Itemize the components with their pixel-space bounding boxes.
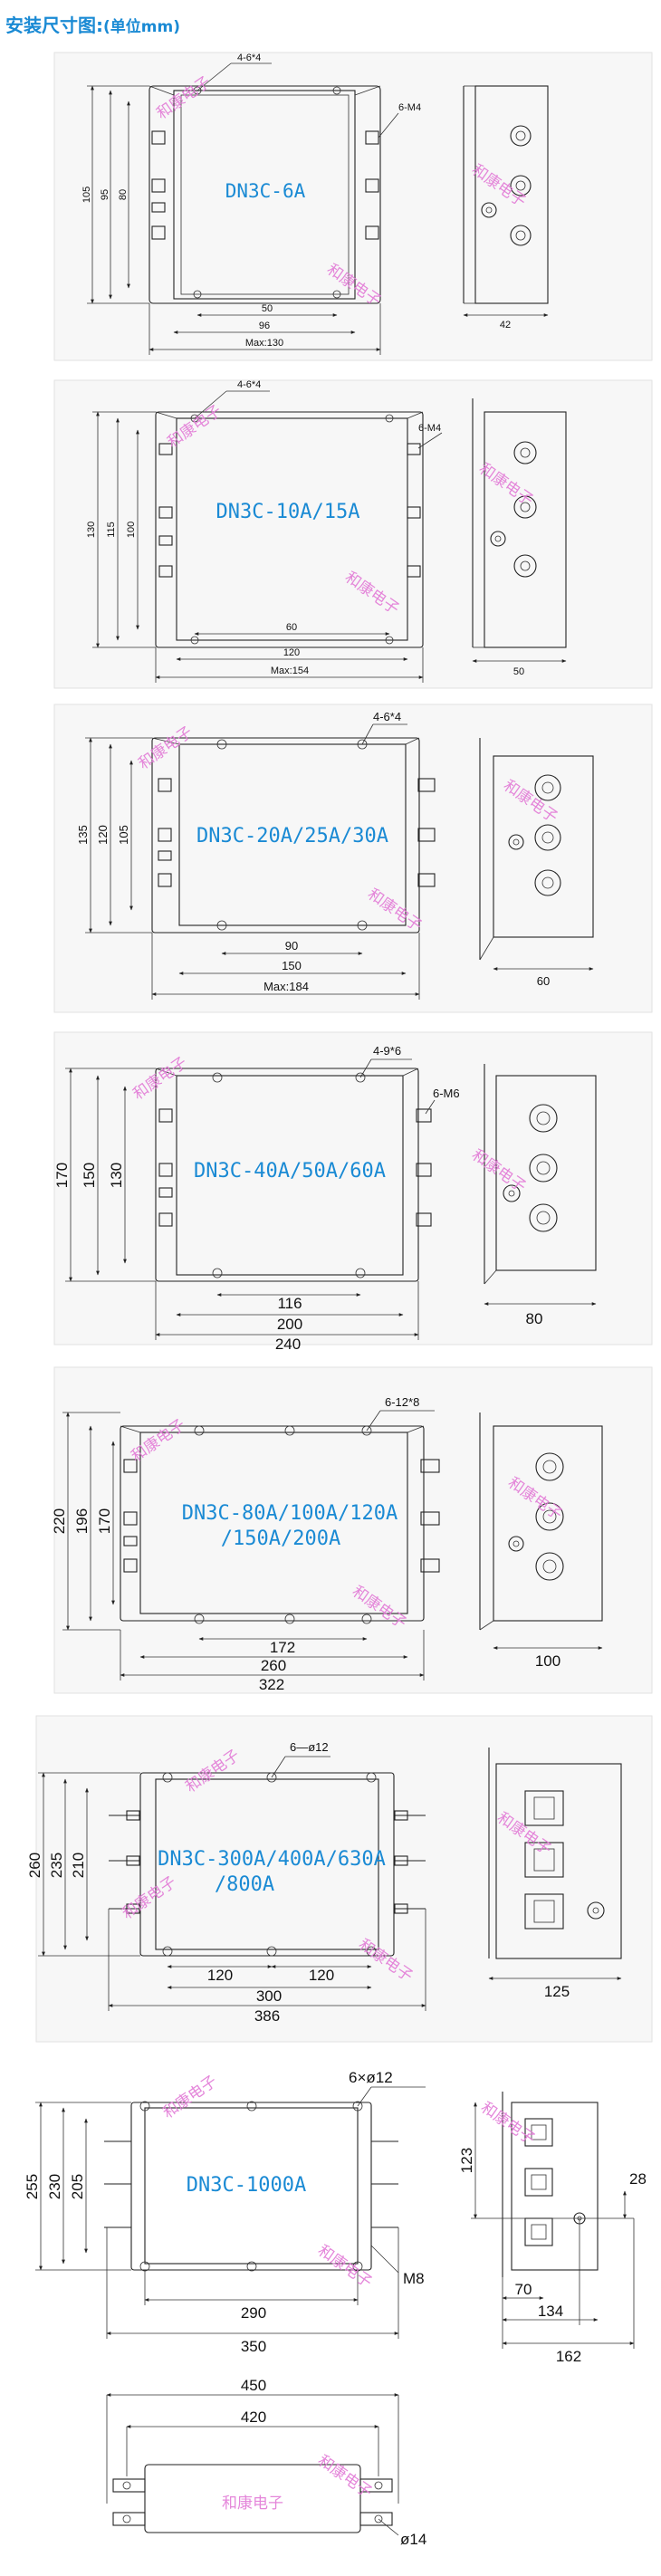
terminal-label: 6-M4 xyxy=(398,102,421,113)
height-inner: 210 xyxy=(70,1853,87,1878)
height-outer: 135 xyxy=(76,825,90,845)
diagram-dn3c-300a: 6—ø12 260 235 210 120 120 300 386 125 DN… xyxy=(26,1715,653,2043)
height-mid: 230 xyxy=(46,2174,63,2199)
terminal-label: M8 xyxy=(403,2270,425,2287)
holes-label: 6×ø12 xyxy=(349,2069,393,2086)
watermark: 和康电子 xyxy=(314,2452,375,2502)
bottom-hole-label: ø14 xyxy=(400,2531,426,2548)
width-mid: 260 xyxy=(261,1657,286,1674)
width-mid: 120 xyxy=(283,647,300,658)
width-mid: 200 xyxy=(277,1316,302,1333)
width-inner: 116 xyxy=(277,1295,302,1312)
unit-text: (单位mm) xyxy=(103,18,180,36)
width-outer: 350 xyxy=(241,2338,266,2355)
holes-label: 4-9*6 xyxy=(373,1044,401,1058)
terminal-label: 6-M6 xyxy=(433,1087,460,1100)
holes-label: 4-6*4 xyxy=(237,53,261,63)
height-mid: 120 xyxy=(96,825,110,845)
model-label: DN3C-40A/50A/60A xyxy=(194,1160,386,1183)
side-height: 123 xyxy=(458,2148,475,2173)
side-width: 125 xyxy=(544,1983,570,2000)
width-max: 386 xyxy=(254,2007,280,2025)
side-dim-134: 134 xyxy=(538,2303,563,2320)
height-inner: 205 xyxy=(69,2174,86,2199)
terminal-label: 6-M4 xyxy=(418,423,441,434)
width-mid: 150 xyxy=(282,959,302,972)
height-outer: 220 xyxy=(51,1508,68,1534)
side-dim-70: 70 xyxy=(515,2281,532,2298)
diagram-dn3c-1000a: 6×ø12 M8 255 230 205 290 350 123 28 70 1… xyxy=(24,2069,647,2548)
side-width: 60 xyxy=(537,974,550,988)
model-label: DN3C-1000A xyxy=(187,2174,306,2197)
holes-label: 6-12*8 xyxy=(385,1395,419,1409)
height-inner: 80 xyxy=(118,189,129,200)
height-mid: 95 xyxy=(100,189,110,200)
side-width: 80 xyxy=(526,1310,543,1327)
side-dim-162: 162 xyxy=(556,2348,581,2365)
width-max: 240 xyxy=(275,1336,301,1353)
model-label: DN3C-6A xyxy=(225,180,306,202)
holes-label: 6—ø12 xyxy=(290,1740,329,1754)
width-mid: 300 xyxy=(256,1987,282,2005)
height-inner: 100 xyxy=(126,522,137,538)
width-seg-2: 120 xyxy=(309,1967,334,1984)
watermark: 和康电子 xyxy=(477,2099,538,2149)
width-seg-1: 120 xyxy=(207,1967,233,1984)
width-max: 322 xyxy=(259,1676,284,1693)
side-width: 50 xyxy=(513,666,524,677)
width-max: Max:130 xyxy=(245,338,283,349)
model-label-line1: DN3C-300A/400A/630A xyxy=(158,1848,386,1871)
width-max: Max:184 xyxy=(263,980,309,993)
diagram-dn3c-6a: 4-6*4 6-M4 105 95 80 50 96 Max:130 42 DN… xyxy=(53,52,653,361)
height-mid: 196 xyxy=(73,1508,91,1534)
height-mid: 235 xyxy=(48,1853,65,1878)
diagram-dn3c-40a: 4-9*6 6-M6 170 150 130 116 200 240 80 DN… xyxy=(53,1031,653,1353)
height-outer: 130 xyxy=(86,522,97,538)
model-label-line2: /150A/200A xyxy=(221,1527,340,1550)
width-inner: 172 xyxy=(270,1639,295,1656)
side-offset: 28 xyxy=(629,2170,647,2188)
watermark: 和康电子 xyxy=(314,2242,375,2292)
width-max: Max:154 xyxy=(271,666,309,676)
height-mid: 150 xyxy=(81,1163,98,1188)
title-text: 安装尺寸图: xyxy=(5,14,103,36)
diagram-dn3c-80a: 6-12*8 220 196 170 172 260 322 100 DN3C-… xyxy=(51,1366,653,1694)
height-outer: 105 xyxy=(81,187,92,203)
width-inner: 290 xyxy=(241,2304,266,2322)
width-mid: 96 xyxy=(259,321,270,331)
model-label: DN3C-20A/25A/30A xyxy=(196,825,388,847)
height-inner: 105 xyxy=(117,825,130,845)
model-label: DN3C-10A/15A xyxy=(216,501,360,523)
height-outer: 260 xyxy=(26,1853,43,1878)
height-outer: 170 xyxy=(53,1163,71,1188)
width-inner: 60 xyxy=(286,622,297,633)
side-width: 42 xyxy=(500,320,511,330)
model-label-line1: DN3C-80A/100A/120A xyxy=(182,1502,398,1525)
holes-label: 4-6*4 xyxy=(237,379,261,390)
height-inner: 170 xyxy=(96,1508,113,1534)
diagram-dn3c-10a: 4-6*4 6-M4 130 115 100 60 120 Max:154 50… xyxy=(53,379,653,689)
height-inner: 130 xyxy=(108,1163,125,1188)
bottom-width-outer: 450 xyxy=(241,2377,266,2394)
watermark: 和康电子 xyxy=(222,2495,283,2513)
height-mid: 115 xyxy=(106,522,117,538)
height-outer: 255 xyxy=(24,2174,41,2199)
side-width: 100 xyxy=(535,1652,560,1670)
bottom-width-inner: 420 xyxy=(241,2408,266,2426)
holes-label: 4-6*4 xyxy=(373,710,401,723)
model-label-line2: /800A xyxy=(215,1873,274,1896)
width-inner: 90 xyxy=(285,939,298,953)
diagram-dn3c-20a: 4-6*4 135 120 105 90 150 Max:184 60 DN3C… xyxy=(53,704,653,1013)
watermark: 和康电子 xyxy=(159,2073,220,2122)
width-inner: 50 xyxy=(262,303,273,314)
page-title: 安装尺寸图:(单位mm) xyxy=(5,11,180,37)
